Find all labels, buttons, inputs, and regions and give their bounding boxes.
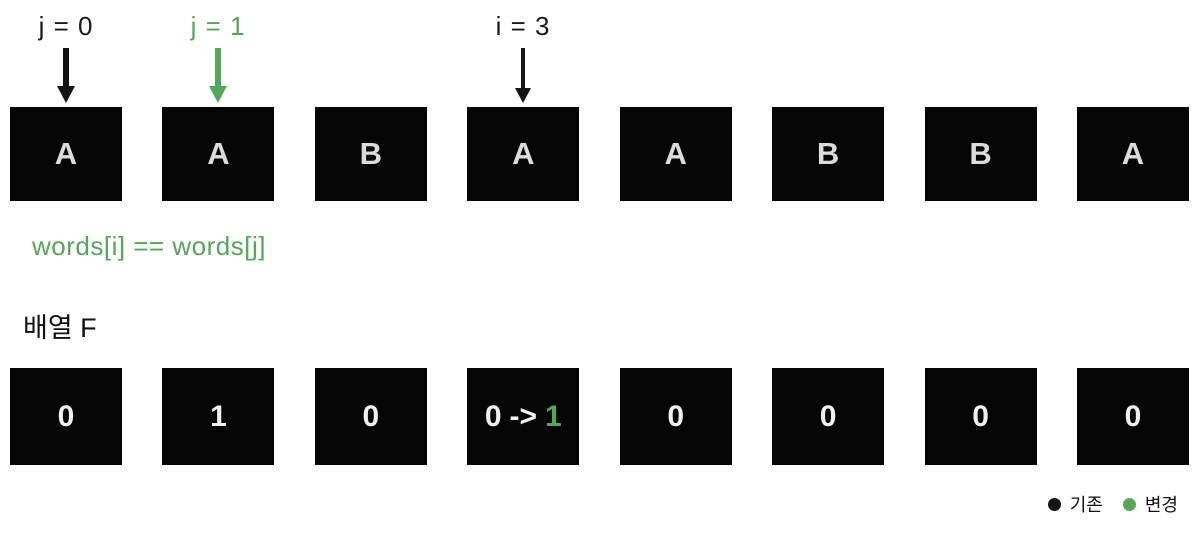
pointer-j0-label: j = 0 bbox=[38, 11, 94, 41]
words-cell-0: A bbox=[10, 107, 122, 201]
f-cell-3-new-value: 1 bbox=[545, 399, 562, 433]
legend: 기존 변경 bbox=[1047, 491, 1178, 517]
down-arrow-icon bbox=[463, 48, 583, 103]
pointer-i3: i = 3 bbox=[463, 10, 583, 103]
arrow-head bbox=[57, 86, 75, 103]
words-cell-4: A bbox=[619, 107, 732, 201]
pointer-j1: j = 1 bbox=[158, 10, 278, 103]
green-dot-icon bbox=[1122, 497, 1136, 511]
f-array-label: 배열 F bbox=[23, 313, 97, 343]
arrow-stem bbox=[215, 48, 221, 86]
down-arrow-icon bbox=[6, 48, 126, 103]
legend-label-changed: 변경 bbox=[1144, 495, 1178, 515]
condition-text: words[i] == words[j] bbox=[32, 231, 266, 261]
f-cell-3-changed: 0 -> 1 bbox=[467, 368, 580, 465]
f-cell-5: 0 bbox=[772, 368, 885, 465]
down-arrow-icon bbox=[158, 48, 278, 103]
black-dot-icon bbox=[1047, 497, 1061, 511]
pointer-j0: j = 0 bbox=[6, 10, 126, 103]
f-cell-6: 0 bbox=[924, 368, 1037, 465]
words-cell-3: A bbox=[467, 107, 580, 201]
f-array-row: 0 1 0 0 -> 1 0 0 0 0 bbox=[10, 368, 1189, 465]
f-cell-3-old-value: 0 bbox=[484, 399, 502, 433]
f-cell-1: 1 bbox=[162, 368, 275, 465]
words-cell-2: B bbox=[314, 107, 427, 201]
legend-item-changed: 변경 bbox=[1122, 491, 1178, 517]
arrow-stem bbox=[63, 48, 69, 86]
words-array-row: A A B A A B B A bbox=[10, 107, 1189, 201]
f-cell-3-transition-arrow: -> bbox=[509, 399, 538, 433]
f-cell-2: 0 bbox=[314, 368, 427, 465]
words-cell-5: B bbox=[772, 107, 885, 201]
arrow-head bbox=[209, 86, 227, 103]
arrow-head bbox=[515, 88, 531, 103]
pointer-j1-label: j = 1 bbox=[190, 11, 246, 41]
arrow-stem bbox=[521, 48, 525, 88]
f-cell-0: 0 bbox=[10, 368, 122, 465]
words-cell-1: A bbox=[162, 107, 275, 201]
words-cell-6: B bbox=[924, 107, 1037, 201]
words-cell-7: A bbox=[1076, 107, 1189, 201]
f-cell-4: 0 bbox=[619, 368, 732, 465]
pointer-i3-label: i = 3 bbox=[495, 11, 551, 41]
f-cell-7: 0 bbox=[1076, 368, 1189, 465]
legend-item-existing: 기존 bbox=[1047, 491, 1103, 517]
legend-label-existing: 기존 bbox=[1069, 495, 1103, 515]
